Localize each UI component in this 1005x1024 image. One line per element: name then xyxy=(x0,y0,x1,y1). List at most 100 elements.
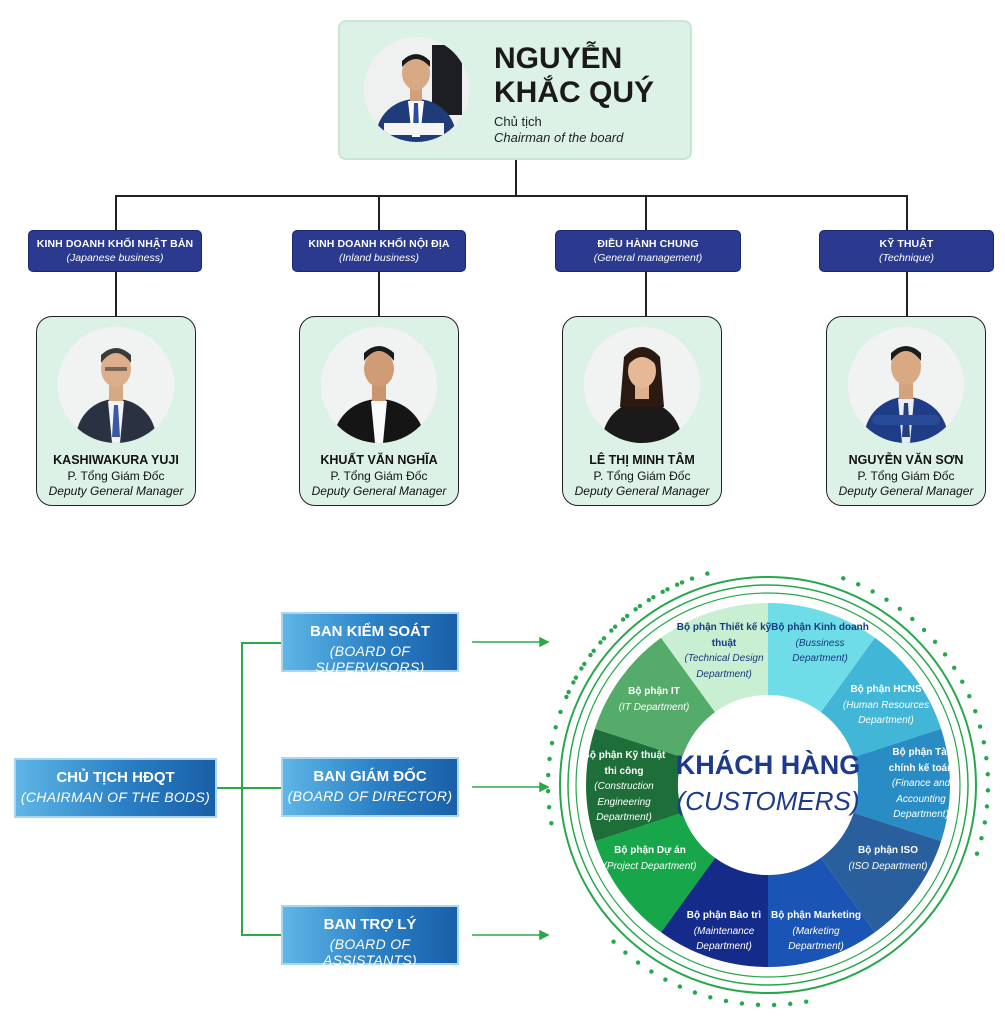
ring-dot xyxy=(984,804,990,809)
manager-photo xyxy=(584,327,700,443)
outer-ring xyxy=(567,584,969,986)
ring-dot xyxy=(982,820,987,825)
ring-dot xyxy=(897,606,902,612)
segment-label-project: Bộ phận Dự án(Project Department) xyxy=(603,845,697,872)
ring-dot xyxy=(855,582,861,587)
ring-dot xyxy=(870,589,875,594)
ring-dot xyxy=(553,725,558,730)
ring-dot xyxy=(689,576,695,581)
manager-role-vn: P. Tổng Giám Đốc xyxy=(330,469,428,483)
ring-dot xyxy=(635,960,641,965)
connector xyxy=(115,195,907,197)
ring-dot xyxy=(967,694,972,699)
dept-subtitle: (Technique) xyxy=(878,252,935,264)
chairman-name-line2: KHẮC QUÝ xyxy=(494,76,655,109)
manager-card-khuat: KHUẤT VĂN NGHĨA P. Tổng Giám Đốc Deputy … xyxy=(299,316,459,506)
ring-dot xyxy=(612,624,618,629)
wheel-segment xyxy=(661,603,768,713)
ring-dot xyxy=(692,990,698,995)
ring-dot xyxy=(788,1001,793,1007)
ring-dot xyxy=(546,805,552,810)
center-title-en: (CUSTOMERS) xyxy=(676,786,860,816)
connector xyxy=(645,195,647,231)
ring-dot xyxy=(558,709,563,715)
ring-dot xyxy=(921,627,927,633)
dept-title: KINH DOANH KHỐI NỘI ĐỊA xyxy=(308,238,450,250)
ring-dot xyxy=(609,628,614,633)
manager-name: KASHIWAKURA YUJI xyxy=(53,453,179,467)
segment-label-maintenance: Bộ phận Bảo trì(Maintenance Department) xyxy=(686,910,762,952)
board-subtitle: (BOARD OF DIRECTOR) xyxy=(287,788,453,804)
ring-dot xyxy=(611,939,616,944)
manager-role-vn: P. Tổng Giám Đốc xyxy=(67,469,165,483)
segment-label-business: Bộ phận Kinh doanh(Bussiness Department) xyxy=(771,622,869,664)
ring-dot xyxy=(549,740,555,746)
wheel-segment xyxy=(594,637,716,758)
green-connector xyxy=(241,642,281,644)
ring-dot xyxy=(942,652,948,657)
ring-dot xyxy=(633,607,638,612)
green-connector xyxy=(241,787,281,789)
ring-dot xyxy=(579,666,584,671)
chairman-role-vn: Chủ tịch xyxy=(494,114,542,129)
ring-dot xyxy=(637,603,643,609)
manager-photo xyxy=(58,327,174,443)
manager-name: NGUYỄN VĂN SƠN xyxy=(848,453,964,467)
board-directors-box: BAN GIÁM ĐỐC (BOARD OF DIRECTOR) xyxy=(281,757,459,817)
board-supervisors-box: BAN KIỂM SOÁT (BOARD OF SUPERVISORS) xyxy=(281,612,459,675)
dept-title: KINH DOANH KHỐI NHẬT BẢN xyxy=(36,238,194,250)
ring-dot xyxy=(547,756,552,762)
wheel-segment xyxy=(594,812,716,933)
arrow-head xyxy=(539,636,550,648)
ring-dot xyxy=(755,1002,761,1007)
manager-role-en: Deputy General Manager xyxy=(838,484,974,498)
ring-dot xyxy=(973,709,978,714)
ring-dot xyxy=(979,836,984,841)
board-chairman-box: CHỦ TỊCH HĐQT (CHAIRMAN OF THE BODS) xyxy=(14,758,217,818)
ring-dot xyxy=(977,724,983,729)
segment-label-construction: Bộ phận Kỹ thuật thi công(Construction E… xyxy=(582,750,666,823)
wheel-segment xyxy=(768,857,875,967)
green-connector xyxy=(241,642,243,935)
arrows xyxy=(472,636,550,941)
connector xyxy=(906,272,908,316)
dept-general-management: ĐIỀU HÀNH CHUNG (General management) xyxy=(555,230,741,272)
ring-dot xyxy=(660,589,665,595)
board-subtitle: (CHAIRMAN OF THE BODS) xyxy=(20,789,211,805)
dept-title: KỸ THUẬT xyxy=(879,238,934,250)
dept-technique: KỸ THUẬT (Technique) xyxy=(819,230,994,272)
dept-inland-business: KINH DOANH KHỐI NỘI ĐỊA (Inland business… xyxy=(292,230,466,272)
center-title-vn: KHÁCH HÀNG xyxy=(675,750,861,780)
chairman-photo xyxy=(364,37,469,142)
ring-dot xyxy=(546,772,551,778)
green-connector xyxy=(241,934,281,936)
ring-dot xyxy=(985,788,991,793)
wheel-segment xyxy=(768,603,875,713)
ring-dot xyxy=(591,648,596,653)
ring-dot xyxy=(984,755,989,761)
manager-card-le-thi-minh-tam: LÊ THỊ MINH TÂM P. Tổng Giám Đốc Deputy … xyxy=(562,316,722,506)
ring-dot xyxy=(804,999,809,1004)
segment-label-marketing: Bộ phận Marketing(Marketing Department) xyxy=(770,910,861,952)
wheel-center-label: KHÁCH HÀNG (CUSTOMERS) xyxy=(668,746,868,818)
ring-dot xyxy=(960,679,965,684)
board-assistants-box: BAN TRỢ LÝ (BOARD OF ASSISTANTS) xyxy=(281,905,459,968)
ring-dot xyxy=(651,595,656,600)
dept-subtitle: (General management) xyxy=(593,252,703,264)
ring-dot xyxy=(566,689,571,695)
board-title: BAN GIÁM ĐỐC xyxy=(313,768,427,785)
wheel-segment xyxy=(853,728,950,842)
manager-role-vn: P. Tổng Giám Đốc xyxy=(593,469,691,483)
ring-dot xyxy=(679,580,685,585)
green-connector xyxy=(217,787,241,789)
ring-dot xyxy=(932,639,938,645)
outer-ring xyxy=(559,576,977,994)
dept-subtitle: (Inland business) xyxy=(339,252,419,264)
manager-role-en: Deputy General Manager xyxy=(311,484,447,498)
ring-dot xyxy=(677,984,683,989)
ring-dot xyxy=(841,576,846,581)
ring-dot xyxy=(620,617,626,622)
chairman-name: NGUYỄN KHẮC QUÝ xyxy=(494,42,684,110)
manager-card-nguyen-van-son: NGUYỄN VĂN SƠN P. Tổng Giám Đốc Deputy G… xyxy=(826,316,986,506)
connector xyxy=(906,195,908,231)
